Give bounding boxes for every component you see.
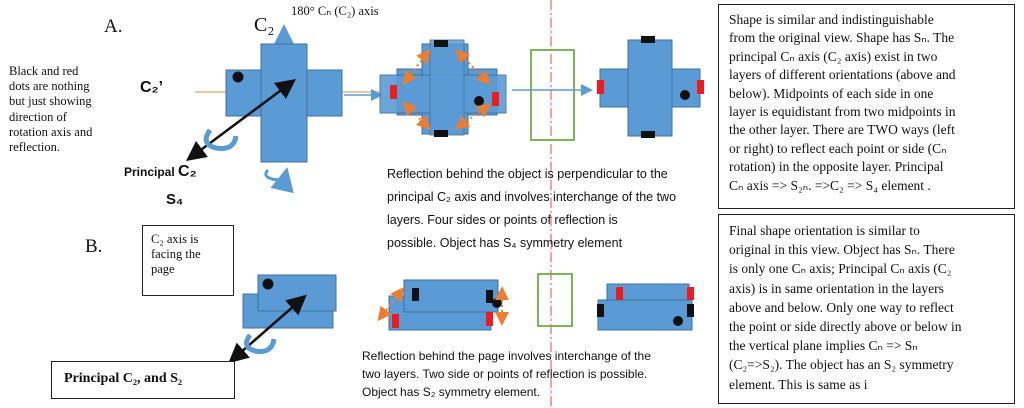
- cross-shape-original: [225, 43, 343, 163]
- panel-a-line: principal Cₙ axis (C₂ axis) exist in two: [729, 48, 938, 64]
- panel-b-line: above and below. Only one way to reflect: [729, 299, 954, 315]
- black-dot-marker: [232, 71, 244, 83]
- principal-c2-symbol: C₂: [178, 163, 197, 180]
- c2-facing-page-box: C₂ axis is facing the page: [142, 225, 234, 296]
- principal-c2-s2-box: Principal C₂, and S₂: [51, 361, 235, 399]
- section-b-label: B.: [85, 236, 103, 257]
- black-dot-marker: [492, 298, 502, 308]
- red-marker: [486, 312, 493, 326]
- red-marker: [390, 85, 397, 99]
- black-marker: [597, 304, 604, 317]
- panel-a-line: below). Midpoints of each side in one: [729, 85, 934, 101]
- cross-shape-two-layers: [379, 39, 507, 136]
- panel-b-line: the vertical plane implies Cₙ => Sₙ: [729, 338, 918, 354]
- panel-a-line: from the original view. Shape has Sₙ. Th…: [729, 30, 955, 46]
- caption-a-line: Reflection behind the object is perpendi…: [387, 167, 668, 181]
- rotation-axis-label: 180° Cₙ (C₂) axis: [291, 4, 379, 18]
- black-marker: [641, 36, 655, 43]
- principal-c2-s2-text: Principal C₂, and S₂: [64, 371, 183, 386]
- panel-a-line: or right) to reflect each point or side …: [729, 140, 947, 156]
- s4-label: S₄: [166, 191, 184, 208]
- caption-b: Reflection behind the page involves inte…: [362, 347, 692, 401]
- c2-facing-page-text: C₂ axis is facing the page: [151, 232, 201, 276]
- red-marker: [597, 80, 604, 94]
- panel-a-line: Cₙ axis => S₂ₙ. =>C₂ => S₄ element .: [729, 177, 931, 193]
- c2-prime-label: C₂’: [140, 79, 164, 96]
- principal-c2-prefix: Principal: [124, 165, 179, 179]
- black-marker: [434, 130, 448, 137]
- caption-a-line: principal C₂ axis and involves interchan…: [387, 190, 677, 204]
- panel-b-line: axis) is in same orientation in the laye…: [729, 280, 944, 296]
- black-dot-marker: [474, 96, 484, 106]
- red-marker: [492, 92, 499, 106]
- black-dot-marker: [673, 316, 683, 326]
- principal-c2-axis-arrow: [228, 294, 307, 364]
- caption-b-line: two layers. Two side or points of reflec…: [362, 367, 648, 381]
- dots-note: Black and red dots are nothing but just …: [9, 64, 93, 155]
- reflection-path-arrow: [402, 101, 431, 130]
- rotation-arrow-icon: [264, 167, 294, 194]
- panel-b-line: (C₂=>S₂). The object has an S₂ symmetry: [729, 357, 954, 373]
- principal-c2-label: Principal C₂: [124, 163, 197, 181]
- layered-rectangles-original: [242, 274, 337, 329]
- black-marker: [486, 290, 493, 303]
- panel-b-line: original in this view. Object has Sₙ. Th…: [729, 242, 955, 258]
- panel-a-line: the other layer. There are TWO ways (lef…: [729, 122, 955, 138]
- cross-shape-reflected: [599, 39, 701, 137]
- caption-b-line: Object has S₂ symmetry element.: [362, 385, 541, 399]
- black-dot-marker: [262, 278, 274, 290]
- caption-b-line: Reflection behind the page involves inte…: [362, 349, 651, 363]
- black-marker: [412, 288, 419, 301]
- red-marker: [697, 80, 704, 94]
- red-marker: [616, 287, 623, 300]
- black-marker: [641, 131, 655, 138]
- caption-a: Reflection behind the object is perpendi…: [387, 163, 707, 255]
- black-marker: [434, 40, 448, 47]
- mirror-plane-box: [537, 273, 573, 327]
- panel-a-line: layers of different orientations (above …: [729, 67, 956, 83]
- panel-b-line: is only one Cₙ axis; Principal Cₙ axis (…: [729, 261, 952, 277]
- reflection-path-arrow: [454, 103, 492, 130]
- caption-a-line: layers. Four sides or points of reflecti…: [387, 213, 618, 227]
- panel-a-line: rotation) in the opposite layer. Princip…: [729, 159, 944, 175]
- layered-rectangles-two-layers: [388, 279, 499, 331]
- black-dot-marker: [680, 90, 690, 100]
- panel-b-line: element. This is same as i: [729, 376, 868, 392]
- rotation-arrow-icon: [244, 333, 277, 354]
- panel-b-line: Final shape orientation is similar to: [729, 223, 920, 238]
- explanation-panel-a: Shape is similar and indistinguishable f…: [718, 4, 1015, 209]
- panel-a-line: Shape is similar and indistinguishable: [729, 12, 934, 27]
- c2-axis-label: C₂: [254, 14, 275, 36]
- reflection-path-arrow: [455, 49, 491, 85]
- rotation-arrow-icon: [203, 128, 239, 151]
- red-marker: [687, 287, 694, 300]
- section-a-label: A.: [104, 16, 123, 37]
- red-marker: [392, 314, 399, 328]
- caption-a-line: possible. Object has S₄ symmetry element: [387, 236, 623, 250]
- panel-a-line: layer is equidistant from two midpoints …: [729, 104, 956, 120]
- black-marker: [687, 304, 694, 317]
- panel-b-line: the point or side directly above or belo…: [729, 319, 962, 335]
- reflection-path-arrow: [377, 286, 405, 322]
- reflection-path-arrow: [402, 48, 431, 86]
- explanation-panel-b: Final shape orientation is similar to or…: [718, 214, 1015, 404]
- mirror-plane-box: [530, 49, 575, 141]
